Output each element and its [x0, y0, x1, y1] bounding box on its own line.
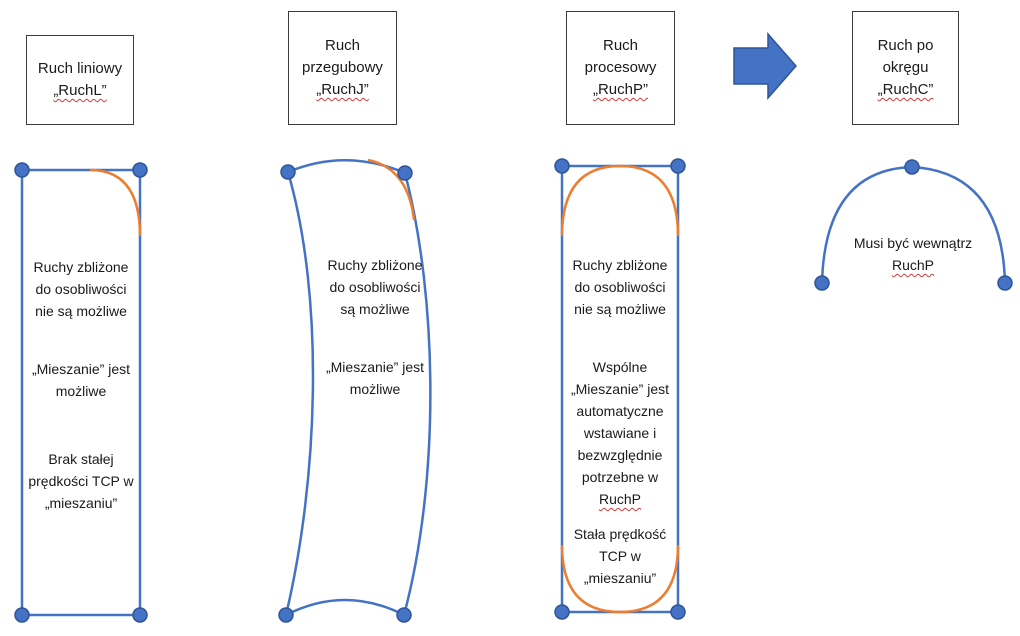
joint-left-curve — [284, 171, 315, 616]
waypoint-node — [670, 604, 686, 620]
process-path-panel — [554, 158, 686, 620]
waypoint-node — [554, 604, 570, 620]
right-arrow-icon — [733, 32, 797, 100]
title-line: przegubowy — [302, 59, 383, 76]
title-line: procesowy — [584, 59, 657, 76]
title-code: „RuchL” — [53, 82, 107, 99]
waypoint-node — [397, 165, 413, 181]
joint-top-curve — [287, 159, 406, 175]
title-line: Ruch — [602, 37, 639, 54]
circular-constraint-note: Musi być wewnątrz RuchP — [853, 235, 973, 273]
process-singularity-note: Ruchy zbliżone do osobliwości nie są moż… — [572, 257, 668, 317]
linear-blending-note: „Mieszanie” jest możliwe — [31, 361, 131, 399]
title-line: okręgu — [882, 59, 929, 76]
joint-path-panel — [278, 158, 432, 623]
joint-singularity-note: Ruchy zbliżone do osobliwości są możliwe — [327, 257, 423, 317]
linear-motion-title-box: Ruch liniowy „RuchL” — [26, 35, 134, 125]
waypoint-node — [670, 158, 686, 174]
joint-bottom-curve — [285, 598, 405, 617]
waypoint-node — [904, 159, 920, 175]
title-code: „RuchP” — [592, 81, 648, 98]
waypoint-node — [132, 162, 148, 178]
waypoint-node — [278, 607, 294, 623]
waypoint-node — [14, 607, 30, 623]
process-bottom-blend-arc — [560, 544, 680, 614]
waypoint-node — [554, 158, 570, 174]
waypoint-node — [14, 162, 30, 178]
title-line: Ruch liniowy — [37, 60, 123, 77]
title-line: Ruch po — [877, 37, 934, 54]
joint-blending-note: „Mieszanie” jest możliwe — [325, 359, 425, 397]
process-blending-note: Wspólne „Mieszanie” jest automatyczne ws… — [570, 359, 670, 507]
linear-blend-arc — [89, 168, 142, 237]
title-code: „RuchC” — [877, 81, 934, 98]
waypoint-node — [814, 275, 830, 291]
title-line: Ruch — [324, 37, 361, 54]
circular-motion-title-box: Ruch po okręgu „RuchC” — [852, 11, 959, 125]
linear-path-panel — [14, 162, 148, 623]
waypoint-node — [997, 275, 1013, 291]
waypoint-node — [396, 607, 412, 623]
joint-motion-title-box: Ruch przegubowy „RuchJ” — [288, 11, 397, 125]
joint-right-curve — [402, 172, 432, 616]
process-tcp-speed-note: Stała prędkość TCP w „mieszaniu” — [573, 526, 667, 586]
linear-tcp-speed-note: Brak stałej prędkości TCP w „mieszaniu” — [28, 451, 134, 511]
process-top-blend-arc — [560, 164, 680, 237]
title-code: „RuchJ” — [316, 81, 369, 98]
joint-blend-arc — [367, 158, 416, 221]
linear-singularity-note: Ruchy zbliżone do osobliwości nie są moż… — [33, 259, 129, 319]
waypoint-node — [132, 607, 148, 623]
process-motion-title-box: Ruch procesowy „RuchP” — [566, 11, 675, 125]
waypoint-node — [280, 164, 296, 180]
circle-path-panel — [814, 159, 1013, 291]
